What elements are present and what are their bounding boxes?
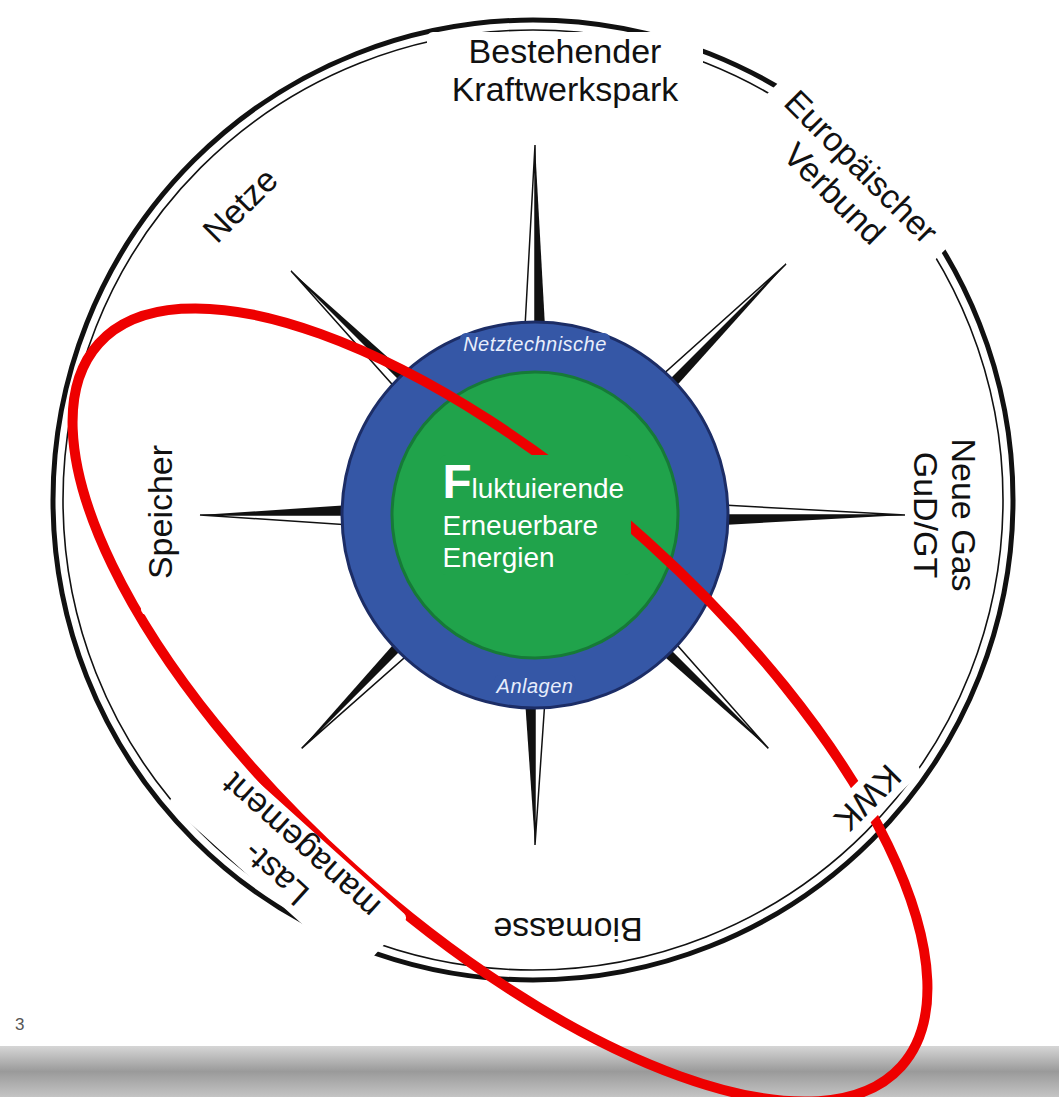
energy-circle-outline xyxy=(392,372,678,658)
compass-star xyxy=(200,145,905,845)
page-number: 3 xyxy=(12,1015,48,1034)
outer-ring xyxy=(53,20,1013,980)
ring-text: Netztechnische xyxy=(460,333,610,356)
ring-text: Anlagen xyxy=(494,675,577,698)
ring-node-outline xyxy=(342,322,728,708)
energy-text: Fluktuierende Erneuerbare Energien xyxy=(440,455,631,574)
gas-plant-label: Neue Gas GuD/GT xyxy=(907,412,983,618)
power-plant-label: Bestehender Kraftwerkspark xyxy=(427,32,703,108)
highlight-ellipse xyxy=(0,180,1049,1097)
energy-circle: Fluktuierende Erneuerbare Energien xyxy=(390,370,680,660)
ring-node: NetztechnischeFluktuierende Erneuerbare … xyxy=(340,320,730,710)
storage-label: Speicher xyxy=(141,409,179,615)
biomass-label: Biomasse xyxy=(465,911,671,949)
